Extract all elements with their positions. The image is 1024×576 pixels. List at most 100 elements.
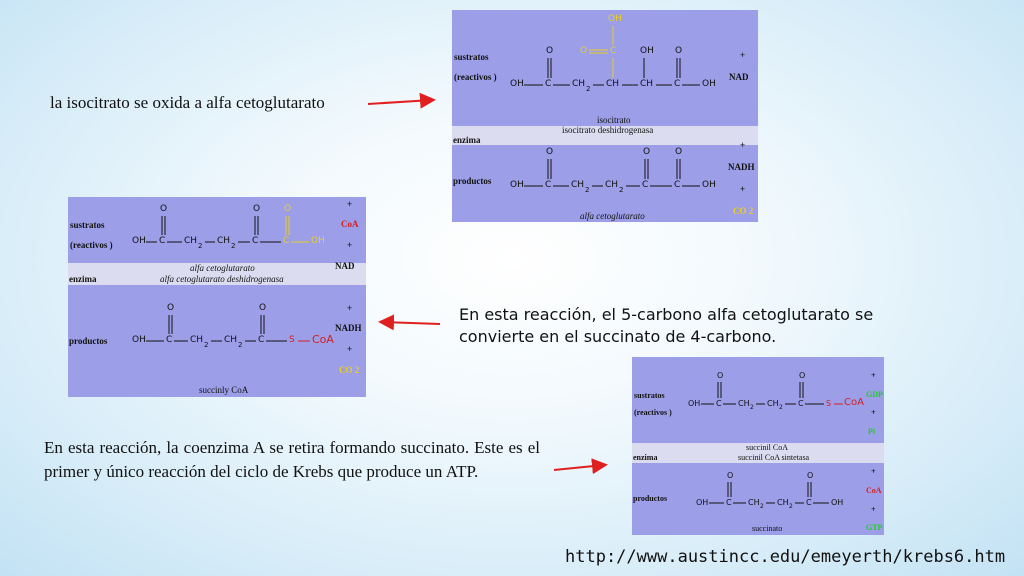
- label-enzima: enzima: [453, 135, 481, 145]
- atom-ch2: CH: [767, 399, 779, 408]
- atom-oh: OH: [510, 180, 524, 190]
- band-isocitrate: [452, 126, 758, 136]
- atom-ch2: CH: [777, 498, 789, 507]
- atom-o: O: [160, 204, 168, 214]
- label-sustratos: sustratos: [454, 52, 489, 62]
- cofactor-plus: +: [740, 184, 746, 194]
- reaction-panel-alpha-ketoglutarate: sustratos (reactivos ) enzima productos …: [68, 197, 366, 397]
- cofactor-plus: +: [740, 140, 746, 150]
- atom-ch2: CH: [184, 236, 198, 246]
- atom-oh: OH: [640, 46, 654, 56]
- band-succinyl-coa: [632, 443, 884, 453]
- cofactor-nad: NAD: [335, 261, 355, 271]
- atom-oh: OH: [510, 79, 524, 89]
- cofactor-plus: +: [871, 408, 876, 417]
- atom-o: O: [580, 46, 588, 56]
- subscript-2: 2: [789, 503, 793, 510]
- atom-c: C: [283, 236, 290, 246]
- atom-oh: OH: [702, 79, 716, 89]
- atom-ch: CH: [606, 79, 620, 89]
- cofactor-gdp: GDP: [866, 390, 883, 399]
- bonds-succinyl-coa: [146, 315, 310, 342]
- atom-oh: OH: [831, 498, 844, 507]
- label-sustratos: sustratos: [634, 391, 665, 400]
- label-productos: productos: [69, 336, 108, 346]
- cofactor-plus: +: [740, 50, 746, 60]
- arrow-1: [367, 92, 436, 109]
- atom-s: S: [289, 335, 295, 345]
- label-enzima: enzima: [69, 274, 97, 284]
- label-enzima: enzima: [633, 453, 658, 462]
- enzyme-band: [68, 273, 366, 285]
- subscript-2: 2: [619, 186, 624, 194]
- label-reactivos: (reactivos ): [70, 240, 113, 250]
- cofactor-pi: Pi: [868, 427, 876, 436]
- product-name: succinly CoA: [199, 385, 249, 395]
- cofactor-plus: +: [871, 371, 876, 380]
- atom-ch2: CH: [748, 498, 760, 507]
- cofactor-co2: CO 2: [339, 365, 360, 375]
- cofactor-nadh: NADH: [335, 323, 362, 333]
- atom-ch2: CH: [738, 399, 750, 408]
- subscript-2: 2: [231, 242, 236, 250]
- atom-c: C: [806, 498, 812, 507]
- atom-c: C: [252, 236, 259, 246]
- atom-ch2: CH: [572, 79, 586, 89]
- atom-o: O: [546, 46, 554, 56]
- atom-o: O: [675, 46, 683, 56]
- subscript-2: 2: [779, 404, 783, 411]
- cofactor-plus: +: [871, 505, 876, 514]
- source-url: http://www.austincc.edu/emeyerth/krebs6.…: [565, 547, 1006, 567]
- atom-oh: OH: [696, 498, 709, 507]
- atom-ch: CH: [640, 79, 654, 89]
- atom-s: S: [826, 399, 832, 408]
- atom-c: C: [674, 180, 681, 190]
- atom-ch2: CH: [224, 335, 238, 345]
- atom-o: O: [643, 147, 651, 157]
- substrate-name: isocitrato: [597, 115, 631, 125]
- atom-c: C: [674, 79, 681, 89]
- enzyme-band: [632, 452, 884, 463]
- enzyme-name: alfa cetoglutarato deshidrogenasa: [160, 274, 284, 284]
- atom-c: C: [545, 180, 552, 190]
- atom-c: C: [726, 498, 732, 507]
- atom-oh: OH: [688, 399, 701, 408]
- arrow-3: [553, 458, 608, 475]
- subscript-2: 2: [238, 341, 243, 349]
- caption-alpha-ketoglutarate: En esta reacción, el 5-carbono alfa ceto…: [459, 305, 874, 346]
- subscript-2: 2: [750, 404, 754, 411]
- bonds-alpha-ketoglutarate: [524, 159, 700, 187]
- bonds-alpha-ketoglutarate: [146, 216, 309, 243]
- reaction-panel-isocitrate: sustratos (reactivos ) enzima productos …: [452, 10, 758, 222]
- atom-c: C: [716, 399, 722, 408]
- cofactor-plus: +: [347, 303, 353, 313]
- atom-o: O: [727, 471, 734, 480]
- subscript-2: 2: [198, 242, 203, 250]
- product-name: alfa cetoglutarato: [580, 211, 645, 221]
- cofactor-plus: +: [871, 467, 876, 476]
- cofactor-nadh: NADH: [728, 162, 755, 172]
- substrate-name: succinil CoA: [746, 443, 788, 452]
- atom-o: O: [284, 204, 292, 214]
- atom-c: C: [642, 180, 649, 190]
- subscript-2: 2: [204, 341, 209, 349]
- coa-group: CoA: [312, 333, 334, 346]
- atom-c: C: [610, 46, 617, 56]
- caption-isocitrate: la isocitrato se oxida a alfa cetoglutar…: [50, 93, 325, 112]
- bonds-isocitrate: [524, 26, 700, 86]
- atom-oh: OH: [702, 180, 716, 190]
- label-productos: productos: [633, 494, 668, 503]
- cofactor-plus: +: [347, 240, 353, 250]
- atom-oh: OH: [132, 236, 146, 246]
- label-sustratos: sustratos: [70, 220, 105, 230]
- cofactor-gtp: GTP: [866, 523, 883, 532]
- atom-ch2: CH: [190, 335, 204, 345]
- atom-o: O: [717, 371, 724, 380]
- cofactor-coa: CoA: [866, 486, 882, 495]
- atom-ch2: CH: [571, 180, 585, 190]
- subscript-2: 2: [585, 186, 590, 194]
- atom-c: C: [166, 335, 173, 345]
- cofactor-coa: CoA: [341, 219, 359, 229]
- atom-oh: OH: [311, 236, 325, 246]
- atom-c: C: [258, 335, 265, 345]
